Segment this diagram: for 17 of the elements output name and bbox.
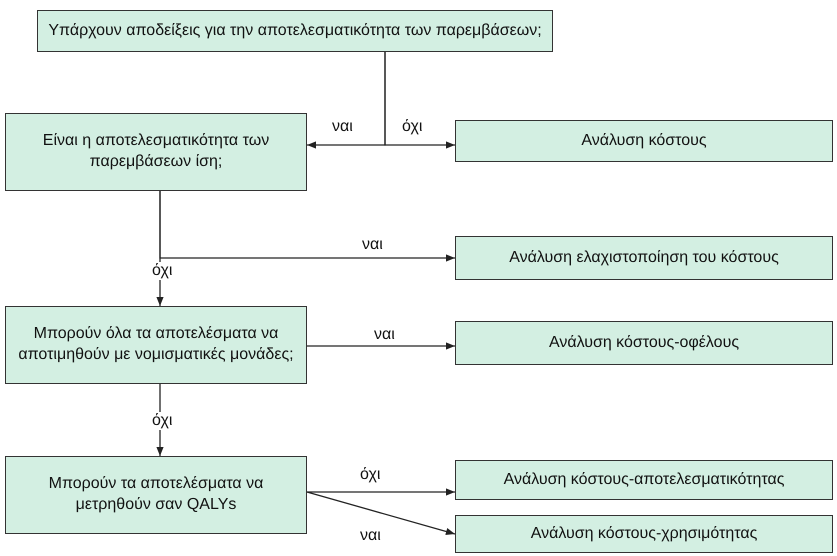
- edge-label: όχι: [358, 466, 382, 484]
- process-box: Ανάλυση ελαχιστοποίηση του κόστους: [455, 236, 833, 280]
- edge-label: όχι: [150, 412, 174, 430]
- question-box: Μπορούν όλα τα αποτελέσματα να αποτιμηθούν με νομισματικές μονάδες;: [5, 306, 307, 384]
- edge-label: όχι: [150, 262, 174, 280]
- arrow: [306, 491, 456, 536]
- arrow: [384, 52, 455, 149]
- process-box: Ανάλυση κόστους-χρησιμότητας: [455, 515, 833, 553]
- question-box: Είναι η αποτελεσματικότητα των παρεμβάσεων ίση;: [5, 113, 307, 191]
- process-box: Ανάλυση κόστους: [455, 120, 833, 162]
- arrow: [307, 342, 455, 350]
- question-box: Μπορούν τα αποτελέσματα να μετρηθούν σαν QALYs: [5, 456, 307, 534]
- process-box: Ανάλυση κόστους-αποτελεσματικότητας: [455, 460, 833, 500]
- process-box: Ανάλυση κόστους-οφέλους: [455, 321, 833, 365]
- question-box: Υπάρχουν αποδείξεις για την αποτελεσματικότητα των παρεμβάσεων;: [37, 10, 553, 52]
- arrow: [307, 488, 455, 496]
- edge-label: όχι: [400, 118, 424, 136]
